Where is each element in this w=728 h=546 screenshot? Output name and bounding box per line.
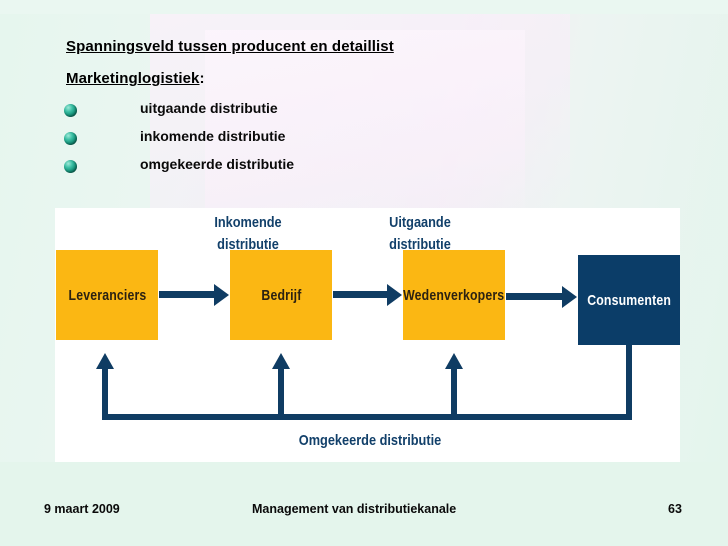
arrow-bedrijf-to-wedenverkopers-shaft <box>333 291 388 298</box>
node-wedenverkopers[interactable]: Wedenverkopers <box>403 250 505 340</box>
reverse-arrow-to-wedenverkopers-shaft <box>451 368 457 416</box>
node-wedenverkopers-label: Wedenverkopers <box>403 286 505 304</box>
list-item-label: inkomende distributie <box>140 128 286 144</box>
footer-date: 9 maart 2009 <box>44 502 120 516</box>
list-item-label: uitgaande distributie <box>140 100 278 116</box>
reverse-arrow-to-leveranciers-shaft <box>102 368 108 416</box>
node-consumenten-label: Consumenten <box>587 291 671 309</box>
green-sphere-bullet-icon <box>64 160 77 173</box>
section-subtitle-text: Marketinglogistiek <box>66 70 200 87</box>
arrow-wedenverkopers-to-consumenten-head-icon <box>562 286 577 308</box>
reverse-path-drop-from-consumenten <box>626 345 632 420</box>
footer-title: Management van distributiekanale <box>252 502 457 516</box>
reverse-arrow-to-leveranciers-head-icon <box>96 353 114 369</box>
label-uitgaande-distributie-line1: Uitgaande <box>389 214 451 231</box>
section-subtitle: Marketinglogistiek: <box>66 70 205 87</box>
reverse-path-horizontal <box>102 414 632 420</box>
arrow-leveranciers-to-bedrijf-head-icon <box>214 284 229 306</box>
list-item-label: omgekeerde distributie <box>140 156 295 172</box>
distribution-flow-diagram: Inkomende distributie Uitgaande distribu… <box>55 208 680 462</box>
page-title-text: Spanningsveld tussen producent en detail… <box>66 38 394 55</box>
label-inkomende-distributie-line2: distributie <box>217 236 279 253</box>
footer-page-number: 63 <box>668 502 682 516</box>
section-subtitle-colon: : <box>199 70 205 87</box>
arrow-bedrijf-to-wedenverkopers-head-icon <box>387 284 402 306</box>
background-wash-inner <box>205 30 525 220</box>
page-title: Spanningsveld tussen producent en detail… <box>66 38 394 55</box>
reverse-arrow-to-wedenverkopers-head-icon <box>445 353 463 369</box>
background-top-strip <box>0 0 728 14</box>
arrow-wedenverkopers-to-consumenten-shaft <box>506 293 563 300</box>
label-uitgaande-distributie-line2: distributie <box>389 236 451 253</box>
footer-band <box>0 462 728 546</box>
label-inkomende-distributie-line1: Inkomende <box>214 214 282 231</box>
node-leveranciers-label: Leveranciers <box>68 286 146 304</box>
node-bedrijf[interactable]: Bedrijf <box>230 250 332 340</box>
green-sphere-bullet-icon <box>64 132 77 145</box>
node-bedrijf-label: Bedrijf <box>260 286 302 304</box>
node-consumenten[interactable]: Consumenten <box>578 255 680 345</box>
arrow-leveranciers-to-bedrijf-shaft <box>159 291 215 298</box>
reverse-arrow-to-bedrijf-head-icon <box>272 353 290 369</box>
node-leveranciers[interactable]: Leveranciers <box>56 250 158 340</box>
label-omgekeerde-distributie: Omgekeerde distributie <box>298 432 442 449</box>
reverse-arrow-to-bedrijf-shaft <box>278 368 284 416</box>
green-sphere-bullet-icon <box>64 104 77 117</box>
